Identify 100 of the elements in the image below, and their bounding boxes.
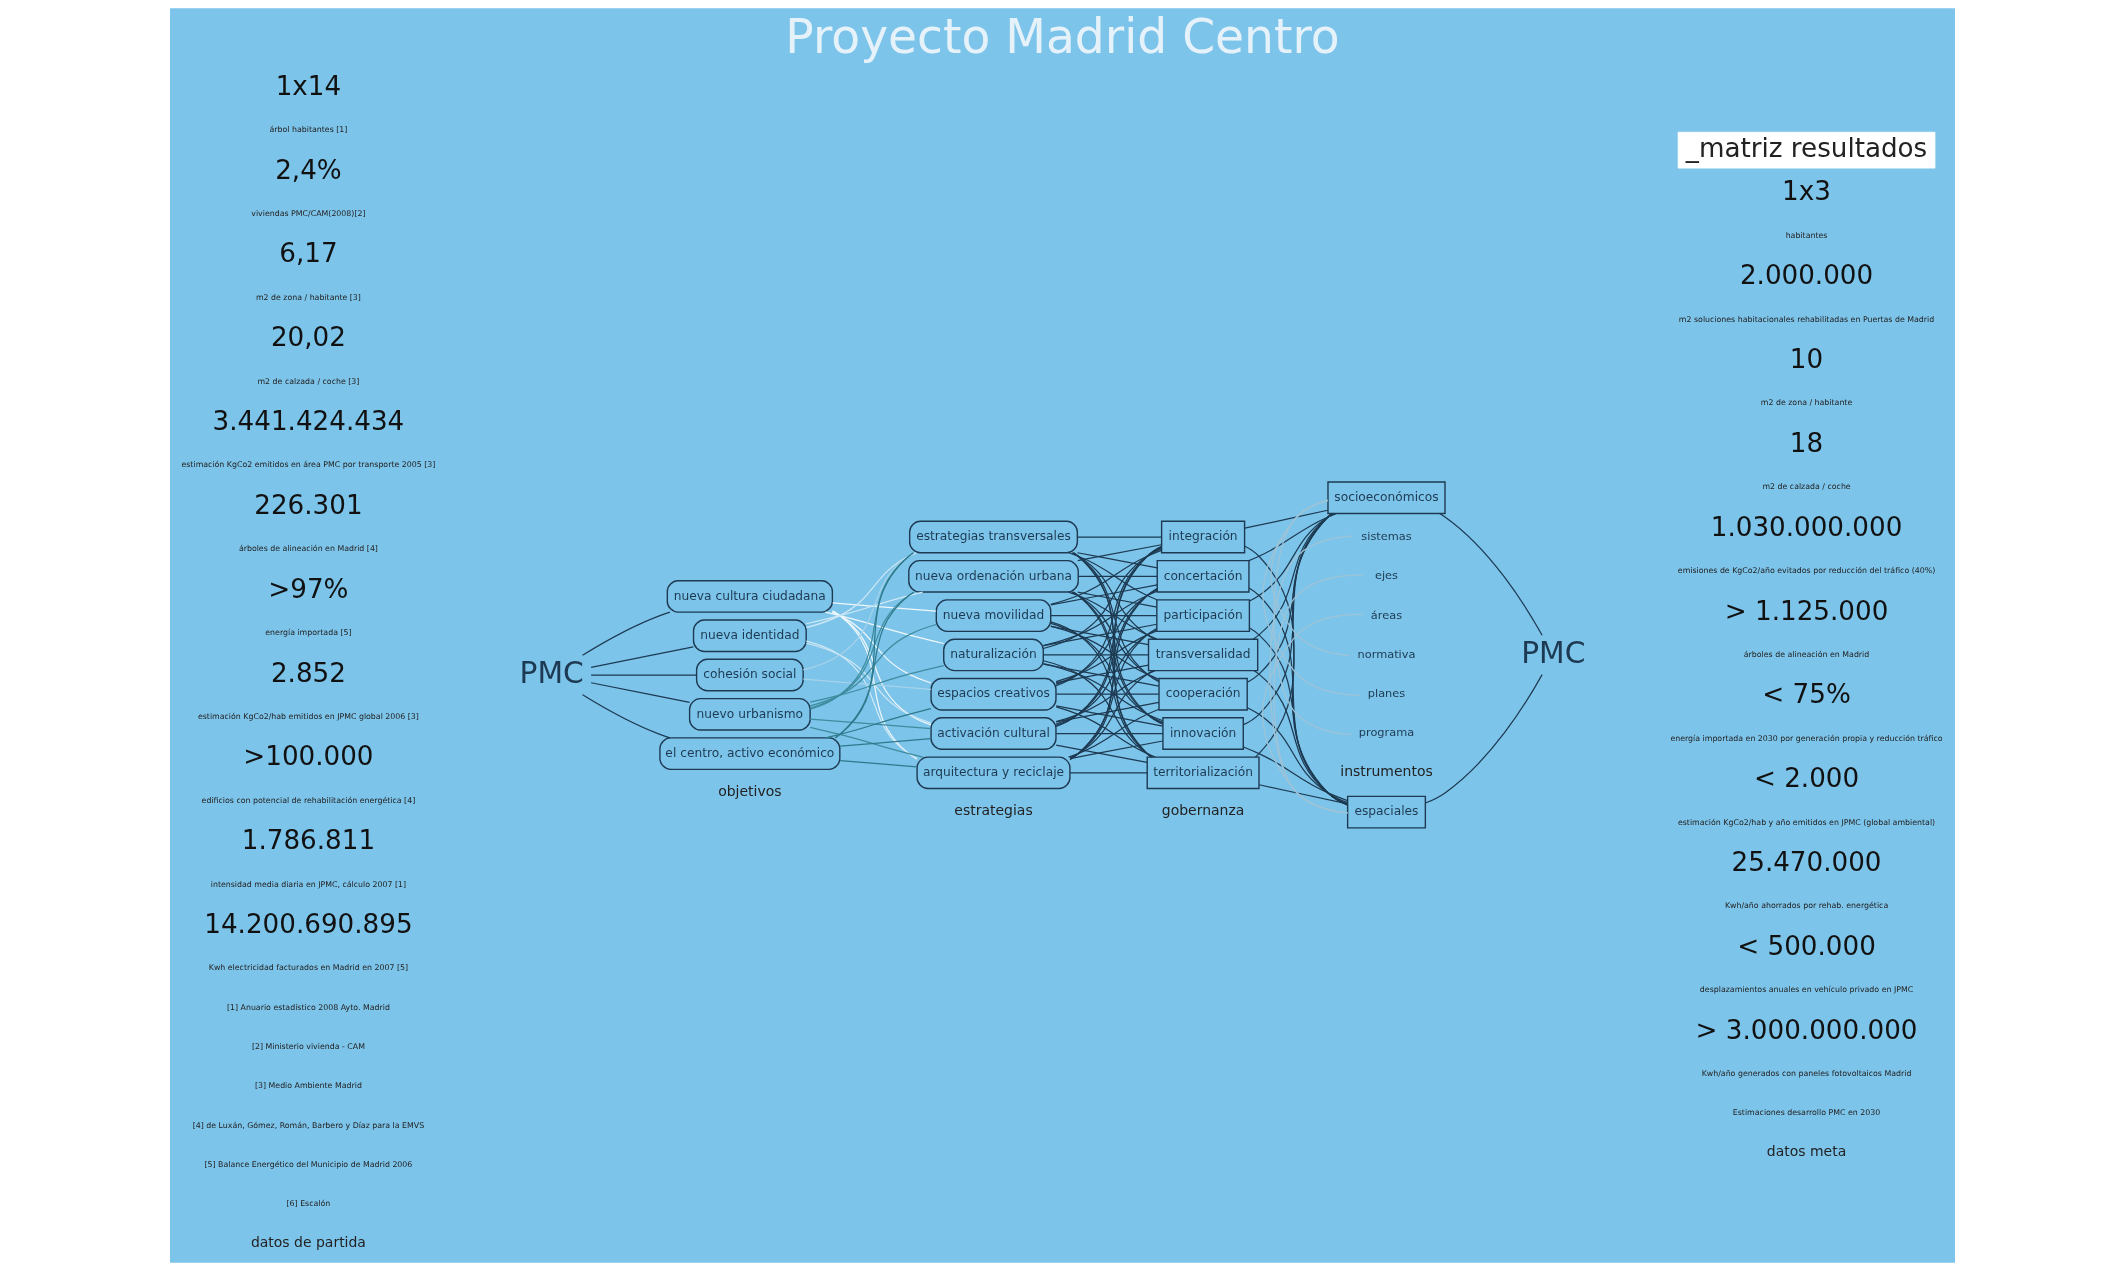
label: estimación KgCo2/hab emitidos en JPMC global 2006 [3] — [197, 711, 419, 721]
connector — [809, 591, 915, 709]
connector — [809, 552, 915, 710]
label: estrategias — [954, 802, 1033, 819]
connector — [1242, 746, 1348, 802]
connector — [1067, 708, 1160, 758]
connector — [1076, 552, 1158, 569]
connector — [1244, 545, 1349, 806]
node-box: espacios creativos — [930, 677, 1057, 711]
connector — [1244, 509, 1329, 529]
label: datos meta — [1766, 1143, 1847, 1160]
label: 2,4% — [275, 154, 342, 185]
connector — [805, 591, 924, 625]
label: m2 de zona / habitante — [1760, 398, 1853, 408]
label: gobernanza — [1161, 802, 1245, 819]
node-text: programa — [1358, 725, 1415, 740]
label: Kwh electricidad facturados en Madrid en 2007 [5] — [208, 963, 409, 973]
node-box: concertación — [1156, 559, 1250, 593]
connector — [1055, 664, 1149, 684]
connector — [590, 682, 691, 704]
label: energía importada [5] — [265, 628, 352, 638]
connector — [1069, 545, 1163, 761]
connector — [1246, 707, 1348, 804]
label: 2.000.000 — [1739, 260, 1874, 291]
label: 3.441.424.434 — [212, 406, 405, 437]
node-box: nueva ordenación urbana — [908, 559, 1079, 593]
connector — [1055, 670, 1156, 723]
label: árboles de alineación en Madrid [4] — [238, 544, 378, 554]
label: estimación KgCo2/hab y año emitidos en JPMC (global ambiental) — [1677, 817, 1936, 827]
connector — [832, 610, 918, 760]
connector — [1273, 499, 1352, 736]
connector — [824, 611, 945, 645]
label: objetivos — [718, 783, 782, 800]
node-box: integración — [1160, 520, 1246, 554]
connector — [1042, 663, 1160, 687]
label: 20,02 — [270, 322, 346, 353]
connector — [1253, 670, 1349, 805]
connector — [834, 552, 914, 739]
label: < 2.000 — [1753, 763, 1860, 794]
label: Kwh/año generados con paneles fotovoltaicos Madrid — [1701, 1069, 1912, 1079]
connector — [1072, 552, 1160, 683]
connector — [582, 611, 671, 656]
connector — [1055, 589, 1158, 685]
connector — [1067, 552, 1158, 601]
connector — [1246, 512, 1333, 683]
node-box: territorialización — [1146, 756, 1260, 790]
connector — [590, 646, 694, 668]
label: [4] de Luxán, Gómez, Román, Barbero y Díaz para la EMVS — [192, 1120, 425, 1130]
connector — [1042, 660, 1154, 758]
connector — [1050, 615, 1158, 617]
diagram-title: Proyecto Madrid Centro — [785, 8, 1340, 64]
label: habitantes — [1785, 230, 1828, 240]
label: Estimaciones desarrollo PMC en 2030 — [1732, 1108, 1881, 1118]
label: desplazamientos anuales en vehículo privado en JPMC — [1699, 985, 1914, 995]
label: 14.200.690.895 — [204, 909, 413, 940]
node-text: áreas — [1370, 607, 1403, 622]
connector — [805, 640, 918, 759]
label: > 1.125.000 — [1724, 595, 1889, 626]
node-box: nueva movilidad — [935, 599, 1052, 633]
connector — [1072, 591, 1164, 725]
node-box: nuevo urbanismo — [688, 697, 811, 731]
label: edificios con potencial de rehabilitación energética [4] — [201, 795, 416, 805]
connector — [802, 678, 932, 690]
connector — [1073, 552, 1152, 758]
connector — [809, 726, 924, 758]
connector — [1249, 512, 1335, 602]
label: m2 de calzada / coche — [1762, 482, 1851, 492]
connector — [1042, 654, 1150, 656]
connector — [1050, 621, 1153, 758]
connector — [1077, 544, 1162, 562]
label: >97% — [268, 573, 349, 604]
connector — [809, 718, 932, 730]
connector — [839, 760, 918, 768]
node-box: estrategias transversales — [908, 520, 1079, 554]
connector — [1042, 662, 1164, 722]
node-text: PMC — [1521, 634, 1586, 670]
connector — [1439, 512, 1543, 636]
connector — [1055, 628, 1158, 725]
label: [6] Escalón — [286, 1199, 331, 1209]
connector — [1069, 740, 1164, 760]
connector — [1069, 772, 1148, 774]
connector — [831, 610, 932, 726]
connector — [1069, 627, 1158, 760]
connector — [1042, 623, 1158, 647]
connector — [1262, 613, 1364, 814]
node-box: nueva cultura ciudadana — [666, 580, 834, 613]
label: 226.301 — [254, 489, 363, 520]
node-text: sistemas — [1361, 529, 1412, 544]
connector — [1248, 512, 1337, 562]
label: 18 — [1789, 427, 1824, 458]
node-box: arquitectura y reciclaje — [916, 756, 1071, 790]
connector — [831, 611, 932, 684]
connector — [1042, 590, 1158, 647]
label: energía importada en 2030 por generación propia y reducción tráfico — [1670, 733, 1943, 743]
connector — [1055, 546, 1163, 728]
connector — [809, 664, 945, 703]
connector — [1050, 584, 1158, 606]
connector — [1252, 512, 1334, 640]
label: intensidad media diaria en JPMC, cálculo 2007 [1] — [210, 879, 407, 889]
label: 1x14 — [275, 70, 342, 101]
